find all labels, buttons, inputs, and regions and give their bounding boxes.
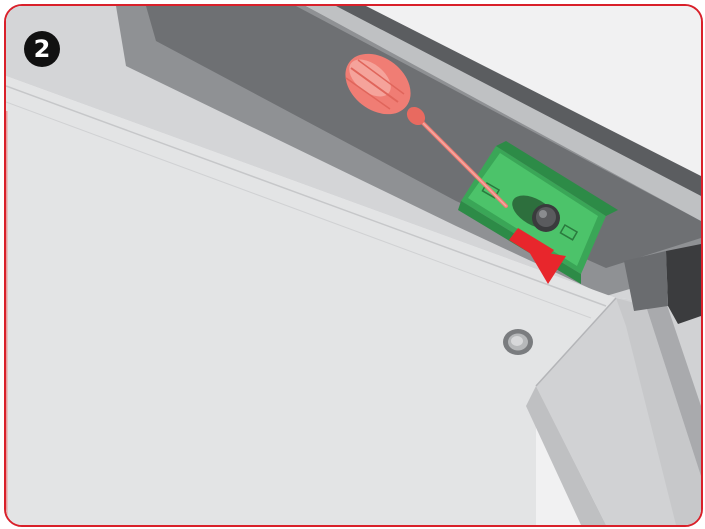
illustration-frame: 2 xyxy=(4,4,703,527)
wall-plug-hole xyxy=(503,329,533,355)
step-number-badge: 2 xyxy=(24,31,60,67)
assembly-illustration xyxy=(6,6,701,525)
rail-outer-edge xyxy=(306,6,701,221)
panel-front-face xyxy=(6,76,616,525)
slide-direction-arrow xyxy=(509,228,566,284)
end-cap-dark xyxy=(666,244,701,324)
rail-outer-lip xyxy=(336,6,701,196)
right-profile xyxy=(616,298,701,525)
screwdriver-icon xyxy=(345,53,508,208)
